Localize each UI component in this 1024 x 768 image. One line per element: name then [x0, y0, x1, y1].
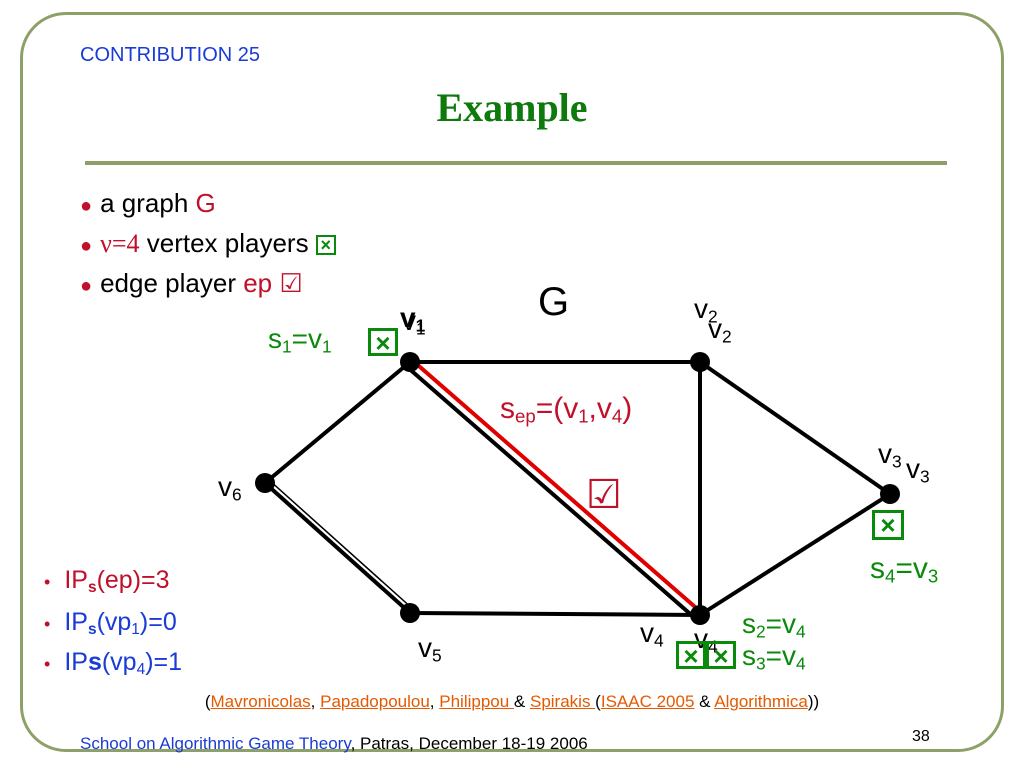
edge-v3-v4	[698, 492, 892, 617]
ip-item-1: •IPs(ep)=3	[44, 566, 170, 596]
footer: School on Algorithmic Game Theory, Patra…	[80, 734, 588, 753]
author-link-papadopoulou[interactable]: Papadopoulou	[320, 692, 430, 711]
player-box-s3-icon: ×	[706, 641, 736, 669]
strategy-s1: s1=v1	[268, 323, 332, 357]
vertex-v1	[400, 352, 420, 372]
ip-bullet-icon: •	[44, 572, 51, 592]
author-link-spirakis[interactable]: Spirakis	[529, 692, 596, 711]
venue-link-algorithmica[interactable]: Algorithmica	[714, 692, 808, 711]
label-v2: v2	[708, 313, 732, 347]
bullet-edge-player: ●edge player ep ☑	[80, 268, 303, 298]
vertex-v3	[880, 484, 900, 504]
bullet-dot-icon: ●	[80, 275, 93, 297]
strategy-s2: s2=v4	[742, 608, 806, 642]
edge-v1-v4-shadow	[404, 364, 698, 621]
edge-player-graph-check-icon: ☑	[586, 473, 622, 517]
label-v1: v1	[400, 302, 426, 336]
vertex-v2	[690, 352, 710, 372]
vertex-v6	[255, 473, 275, 493]
vertex-v4	[690, 605, 710, 625]
author-link-mavronicolas[interactable]: Mavronicolas	[210, 692, 311, 711]
vertex-player-box-icon: ×	[315, 235, 336, 256]
strategy-s3: s3=v4	[742, 640, 806, 674]
edge-player-check-icon: ☑	[279, 268, 303, 298]
bullet-dot-icon: ●	[80, 235, 93, 257]
strategy-sep: sep=(v1,v4)	[500, 392, 633, 427]
edge-v5-v4	[409, 611, 701, 617]
label-v6: v6	[218, 471, 242, 505]
slide-frame	[20, 12, 1004, 752]
ip-item-3: •IPs(vp4)=1	[44, 648, 183, 678]
label-v3: v3	[906, 453, 930, 487]
graph-label: G	[538, 280, 570, 324]
player-box-s1-icon: ×	[368, 328, 398, 356]
bullet-vertex-players: ●ν=4 vertex players ×	[80, 228, 336, 259]
player-box-s2-icon: ×	[676, 641, 706, 669]
edge-v1-v4-highlight	[410, 358, 704, 615]
label-v2-ghost: v2	[694, 293, 718, 327]
bullet-graph: ●a graph G	[80, 188, 216, 218]
reference-line: (Mavronicolas, Papadopoulou, Philippou &…	[204, 692, 820, 711]
footer-school-link[interactable]: School on Algorithmic Game Theory	[80, 734, 351, 753]
player-box-s4-icon: ×	[872, 510, 904, 540]
edge-v6-v5-shadow	[268, 479, 415, 611]
ip-bullet-icon: •	[44, 614, 51, 634]
edge-v6-v5	[263, 481, 412, 615]
edge-v2-v3	[698, 360, 892, 496]
edge-v1-v6	[263, 360, 412, 485]
venue-link-isaac[interactable]: ISAAC 2005	[600, 692, 695, 711]
label-v5: v5	[418, 632, 442, 666]
label-v4-ghost: v4	[640, 617, 664, 651]
label-v3-ghost: v3	[878, 438, 902, 472]
strategy-s4: s4=v3	[870, 552, 939, 587]
title-divider	[85, 161, 947, 165]
bullet-dot-icon: ●	[80, 195, 93, 217]
ip-item-2: •IPs(vp1)=0	[44, 608, 177, 638]
vertex-v5	[400, 603, 420, 623]
page-number: 38	[912, 728, 930, 745]
ip-bullet-icon: •	[44, 654, 51, 674]
author-link-philippou[interactable]: Philippou	[439, 692, 514, 711]
contribution-label: CONTRIBUTION 25	[80, 44, 261, 66]
label-v1-ghost: v1	[402, 305, 426, 339]
slide-title: Example	[436, 85, 588, 130]
